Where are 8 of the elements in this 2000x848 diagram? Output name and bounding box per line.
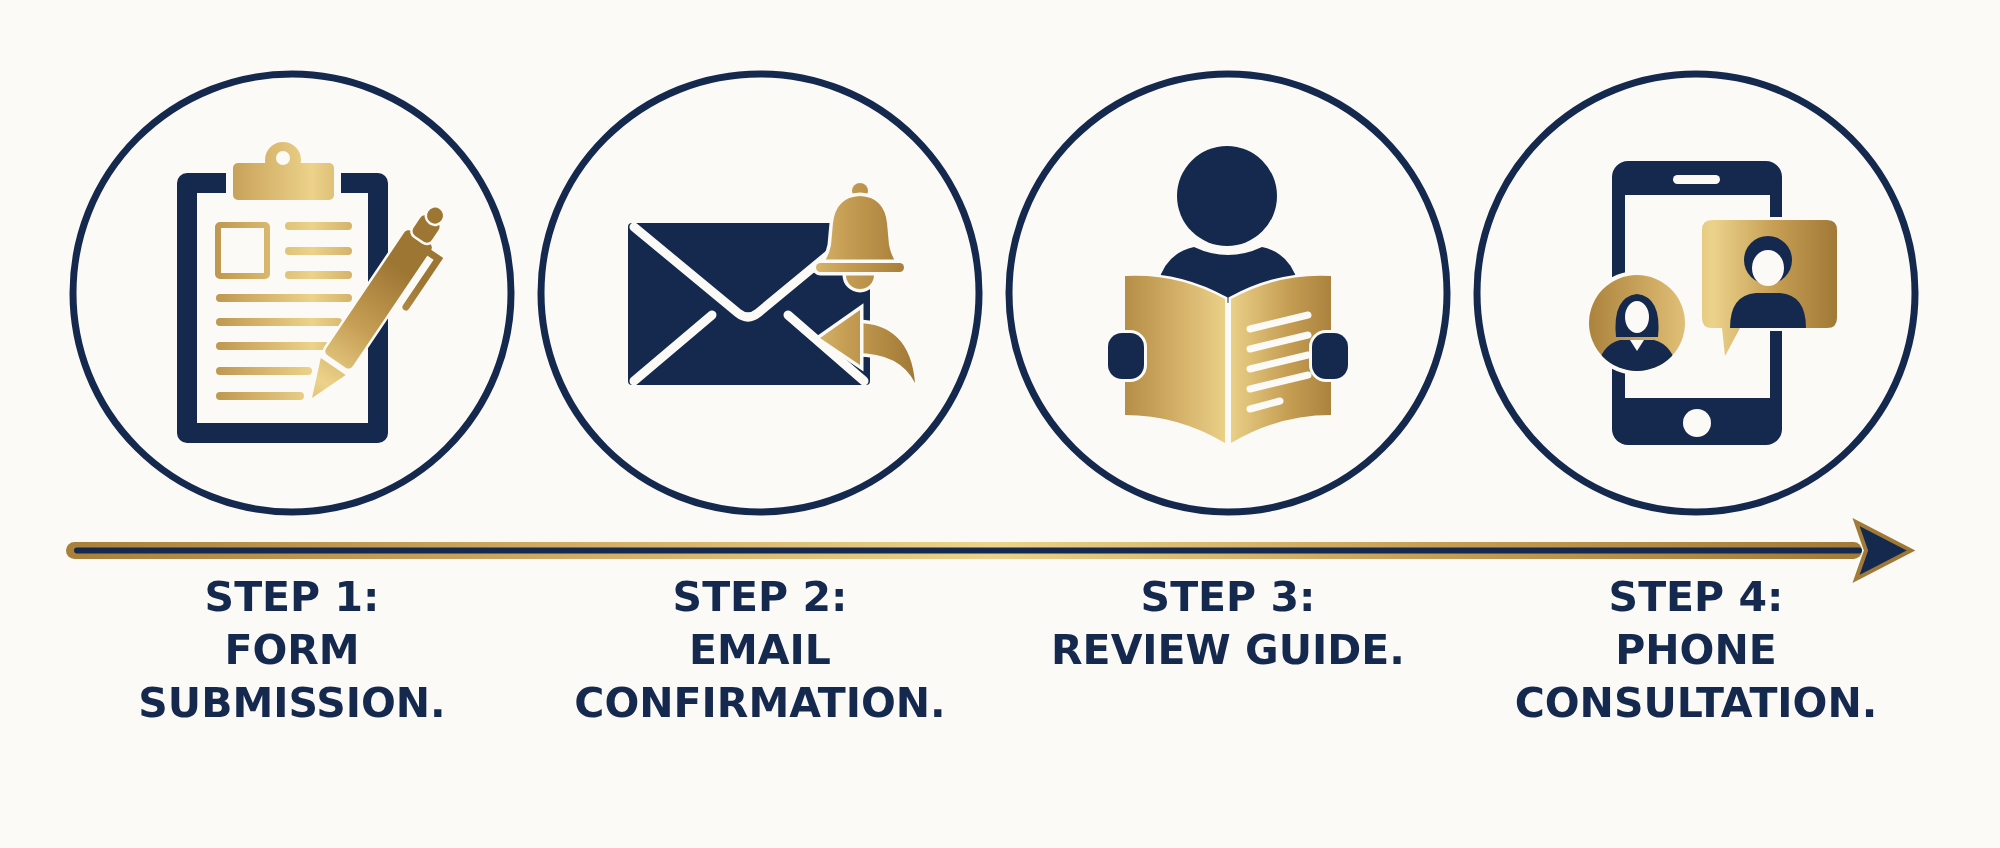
step-title: EMAIL CONFIRMATION. — [574, 626, 946, 727]
step-title: PHONE CONSULTATION. — [1514, 626, 1878, 727]
step-title: FORM SUBMISSION. — [138, 626, 446, 727]
step-number: STEP 1: — [204, 573, 380, 621]
step-title: REVIEW GUIDE. — [1051, 626, 1405, 674]
step-number: STEP 3: — [1140, 573, 1316, 621]
step-number: STEP 4: — [1608, 573, 1784, 621]
step-number: STEP 2: — [672, 573, 848, 621]
